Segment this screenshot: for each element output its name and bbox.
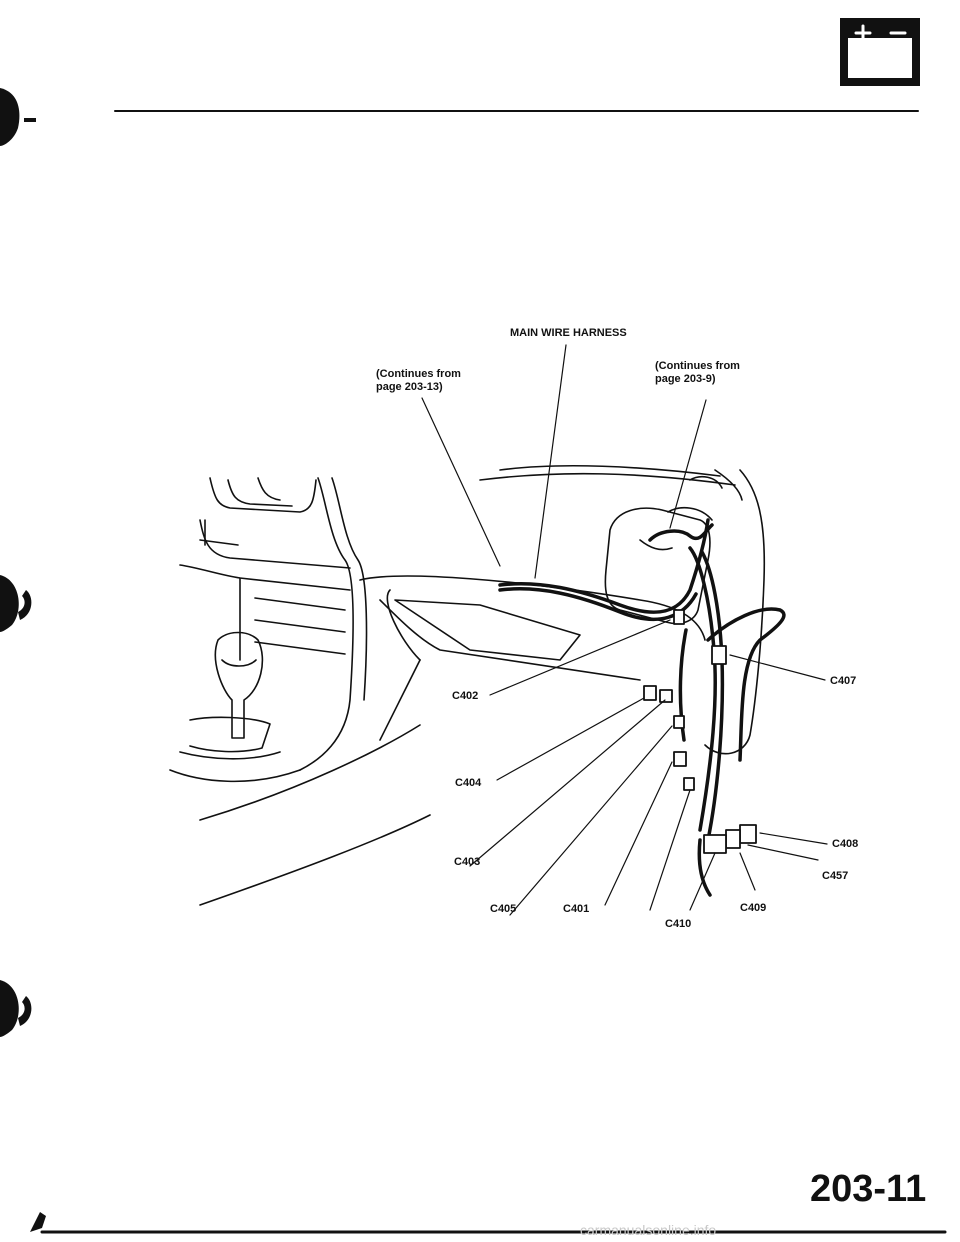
connector-label-c457: C457 xyxy=(822,870,849,882)
c401-connector xyxy=(673,751,687,767)
c409-connector xyxy=(703,834,727,854)
continues-from-left-label: (Continues from page 203-13) xyxy=(376,368,461,393)
dashboard-drawing xyxy=(169,464,766,906)
connector-label-c402: C402 xyxy=(452,690,479,702)
c457-connector xyxy=(725,829,741,849)
connector-label-c409: C409 xyxy=(740,902,767,914)
battery-icon xyxy=(840,18,920,86)
page-number: 203-11 xyxy=(810,1168,927,1210)
c408-connector xyxy=(739,824,757,844)
continues-from-right-label: (Continues from page 203-9) xyxy=(655,360,740,385)
connector-label-c401: C401 xyxy=(563,903,590,915)
main-wire-harness-label: MAIN WIRE HARNESS xyxy=(510,327,627,339)
connector-label-c407: C407 xyxy=(830,675,857,687)
c407-connector xyxy=(711,645,727,665)
binding-marks xyxy=(0,88,36,1037)
footer-url[interactable]: carmanualsonline.info xyxy=(580,1222,717,1238)
connectors xyxy=(643,609,757,854)
connector-label-c403: C403 xyxy=(454,856,481,868)
connector-label-c408: C408 xyxy=(832,838,859,850)
c402-connector xyxy=(673,609,685,625)
connector-label-c404: C404 xyxy=(455,777,482,789)
c403-connector xyxy=(659,689,673,703)
connector-label-c410: C410 xyxy=(665,918,692,930)
c405-connector xyxy=(673,715,685,729)
footer-rule xyxy=(30,1212,947,1234)
c404-connector xyxy=(643,685,657,701)
c410-connector xyxy=(683,777,695,791)
leader-lines xyxy=(421,344,828,916)
connector-label-c405: C405 xyxy=(490,903,517,915)
